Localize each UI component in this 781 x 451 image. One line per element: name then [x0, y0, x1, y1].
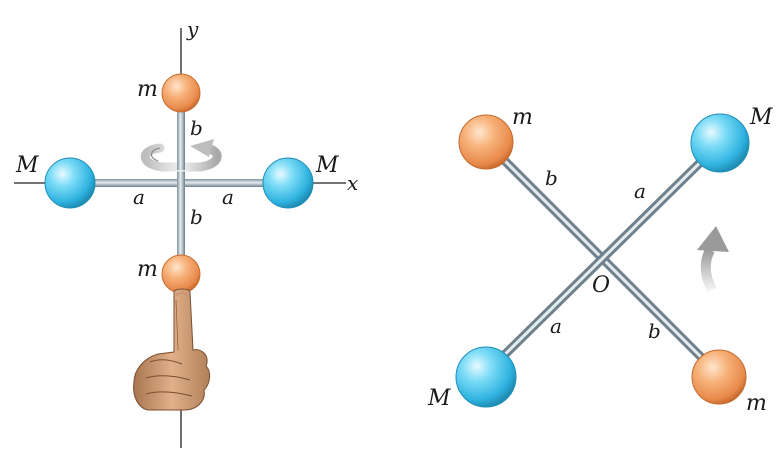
rod-vertical: [177, 100, 185, 266]
label-rod-lower-left: a: [550, 314, 562, 338]
label-mass-bottom-left: M: [427, 386, 451, 411]
left-diagram: y x m m M M b b a a: [14, 17, 358, 448]
label-mass-left: M: [15, 153, 39, 178]
label-rod-left: a: [133, 185, 145, 209]
hand-icon: [133, 288, 211, 411]
mass-bottom-right-small: [691, 349, 747, 405]
axis-label-y: y: [186, 17, 199, 41]
curved-arrow-icon: [697, 226, 729, 293]
axis-label-x: x: [347, 171, 358, 195]
label-mass-right: M: [315, 153, 339, 178]
label-rod-lower-right: b: [648, 319, 661, 343]
label-rod-upper-right: a: [634, 179, 646, 203]
label-rod-right: a: [222, 185, 234, 209]
mass-top-right-large: [690, 113, 750, 173]
mass-top-small: [161, 73, 201, 113]
label-pivot: O: [592, 273, 610, 298]
mass-bottom-left-large: [455, 346, 517, 408]
mass-bottom-small: [161, 254, 201, 294]
label-mass-top: m: [137, 77, 158, 102]
label-rod-top: b: [190, 116, 203, 140]
right-diagram: O m M M m b a a b: [427, 105, 773, 416]
label-mass-bottom-right: m: [746, 391, 767, 416]
label-mass-top-right: M: [749, 105, 773, 130]
mass-top-left-small: [458, 114, 514, 170]
label-mass-top-left: m: [512, 105, 533, 130]
mass-right-large: [262, 157, 314, 209]
label-rod-bottom: b: [190, 205, 203, 229]
label-mass-bottom: m: [137, 257, 158, 282]
label-rod-upper-left: b: [545, 166, 558, 190]
mass-left-large: [44, 157, 96, 209]
